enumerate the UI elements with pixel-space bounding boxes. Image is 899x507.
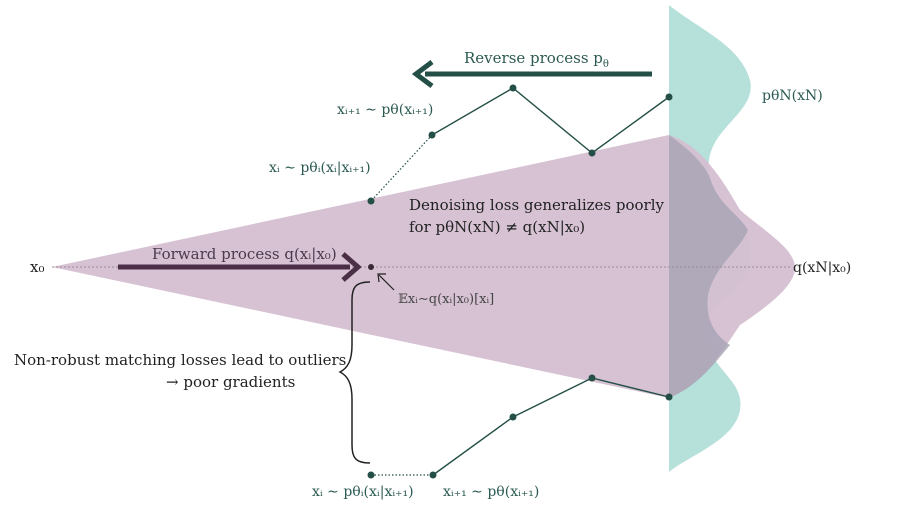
denoise-line1: Denoising loss generalizes poorly bbox=[409, 196, 665, 214]
upper-point-next bbox=[428, 131, 436, 139]
reverse-process-label: Reverse process pθ bbox=[464, 49, 609, 70]
mean-point bbox=[368, 264, 374, 270]
upper-point-2 bbox=[509, 84, 517, 92]
lower-point-2 bbox=[509, 413, 517, 421]
denoise-line2: for pθN(xN) ≠ q(xN|x₀) bbox=[409, 218, 585, 236]
nonrobust-line1: Non-robust matching losses lead to outli… bbox=[14, 351, 346, 369]
curly-brace bbox=[338, 281, 371, 464]
mean-pointer-arrow bbox=[378, 274, 395, 291]
lower-point-3 bbox=[588, 374, 596, 382]
expectation-label: 𝔼xᵢ∼q(xᵢ|x₀)[xᵢ] bbox=[398, 292, 494, 307]
upper-dotted-link bbox=[370, 134, 433, 202]
forward-process-label: Forward process q(xᵢ|x₀) bbox=[152, 245, 337, 263]
forward-arrow-head bbox=[341, 252, 362, 282]
upper-point-3 bbox=[588, 149, 596, 157]
mean-pointer-head bbox=[377, 273, 386, 283]
upper-point-end bbox=[665, 93, 673, 101]
nonrobust-line2: → poor gradients bbox=[166, 373, 295, 391]
upper-point-i bbox=[367, 197, 375, 205]
q-xN-label: q(xN|x₀) bbox=[793, 260, 851, 276]
lower-point-i bbox=[367, 471, 375, 479]
upper-next-label: xᵢ₊₁ ∼ pθ(xᵢ₊₁) bbox=[337, 102, 433, 118]
reverse-arrow-head bbox=[411, 60, 434, 88]
lower-trajectory bbox=[432, 377, 670, 476]
x0-label: x₀ bbox=[30, 258, 44, 276]
lower-next-label: xᵢ₊₁ ∼ pθ(xᵢ₊₁) bbox=[443, 484, 539, 500]
lower-point-end bbox=[665, 393, 673, 401]
lower-point-next bbox=[429, 471, 437, 479]
lower-i-label: xᵢ ∼ pθᵢ(xᵢ|xᵢ₊₁) bbox=[312, 484, 414, 500]
upper-trajectory bbox=[431, 87, 670, 154]
p-thetaN-label: pθN(xN) bbox=[762, 88, 823, 104]
upper-i-label: xᵢ ∼ pθᵢ(xᵢ|xᵢ₊₁) bbox=[269, 160, 371, 176]
